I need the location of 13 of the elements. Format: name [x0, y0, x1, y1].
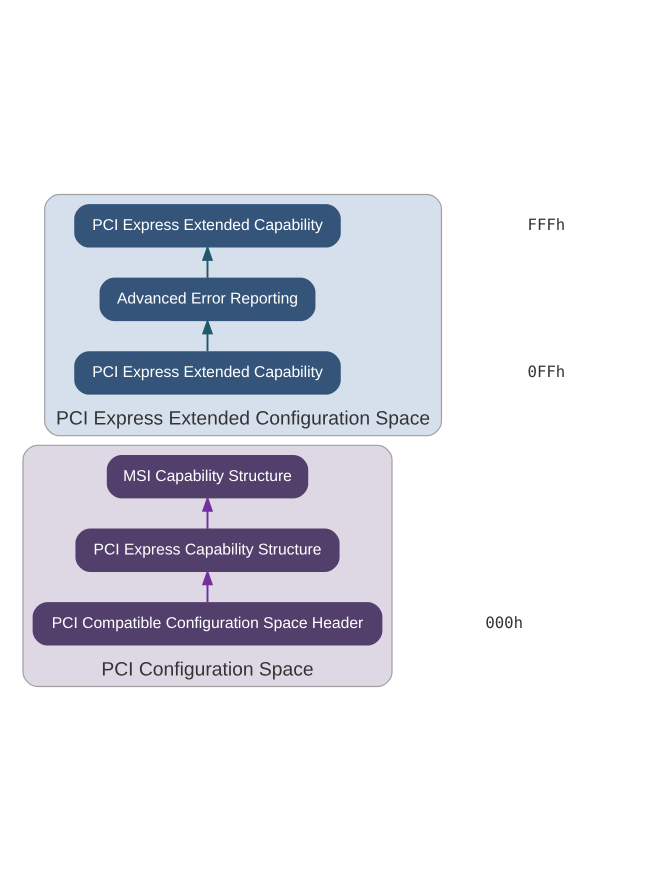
node-box: PCI Express Extended Capability	[74, 204, 341, 248]
label: FFFh	[528, 214, 566, 234]
label: 000h	[485, 612, 524, 632]
arrow	[202, 244, 214, 278]
node-box: MSI Capability Structure	[106, 454, 308, 498]
arrow	[202, 495, 214, 528]
arrow	[202, 568, 214, 602]
node-box: PCI Express Capability Structure	[75, 528, 340, 572]
node-box: PCI Compatible Configuration Space Header	[32, 602, 382, 646]
arrow	[202, 318, 214, 351]
node-box: PCI Express Extended Capability	[74, 350, 341, 394]
label: 0FFh	[528, 362, 566, 381]
node-box: Advanced Error Reporting	[100, 277, 316, 321]
